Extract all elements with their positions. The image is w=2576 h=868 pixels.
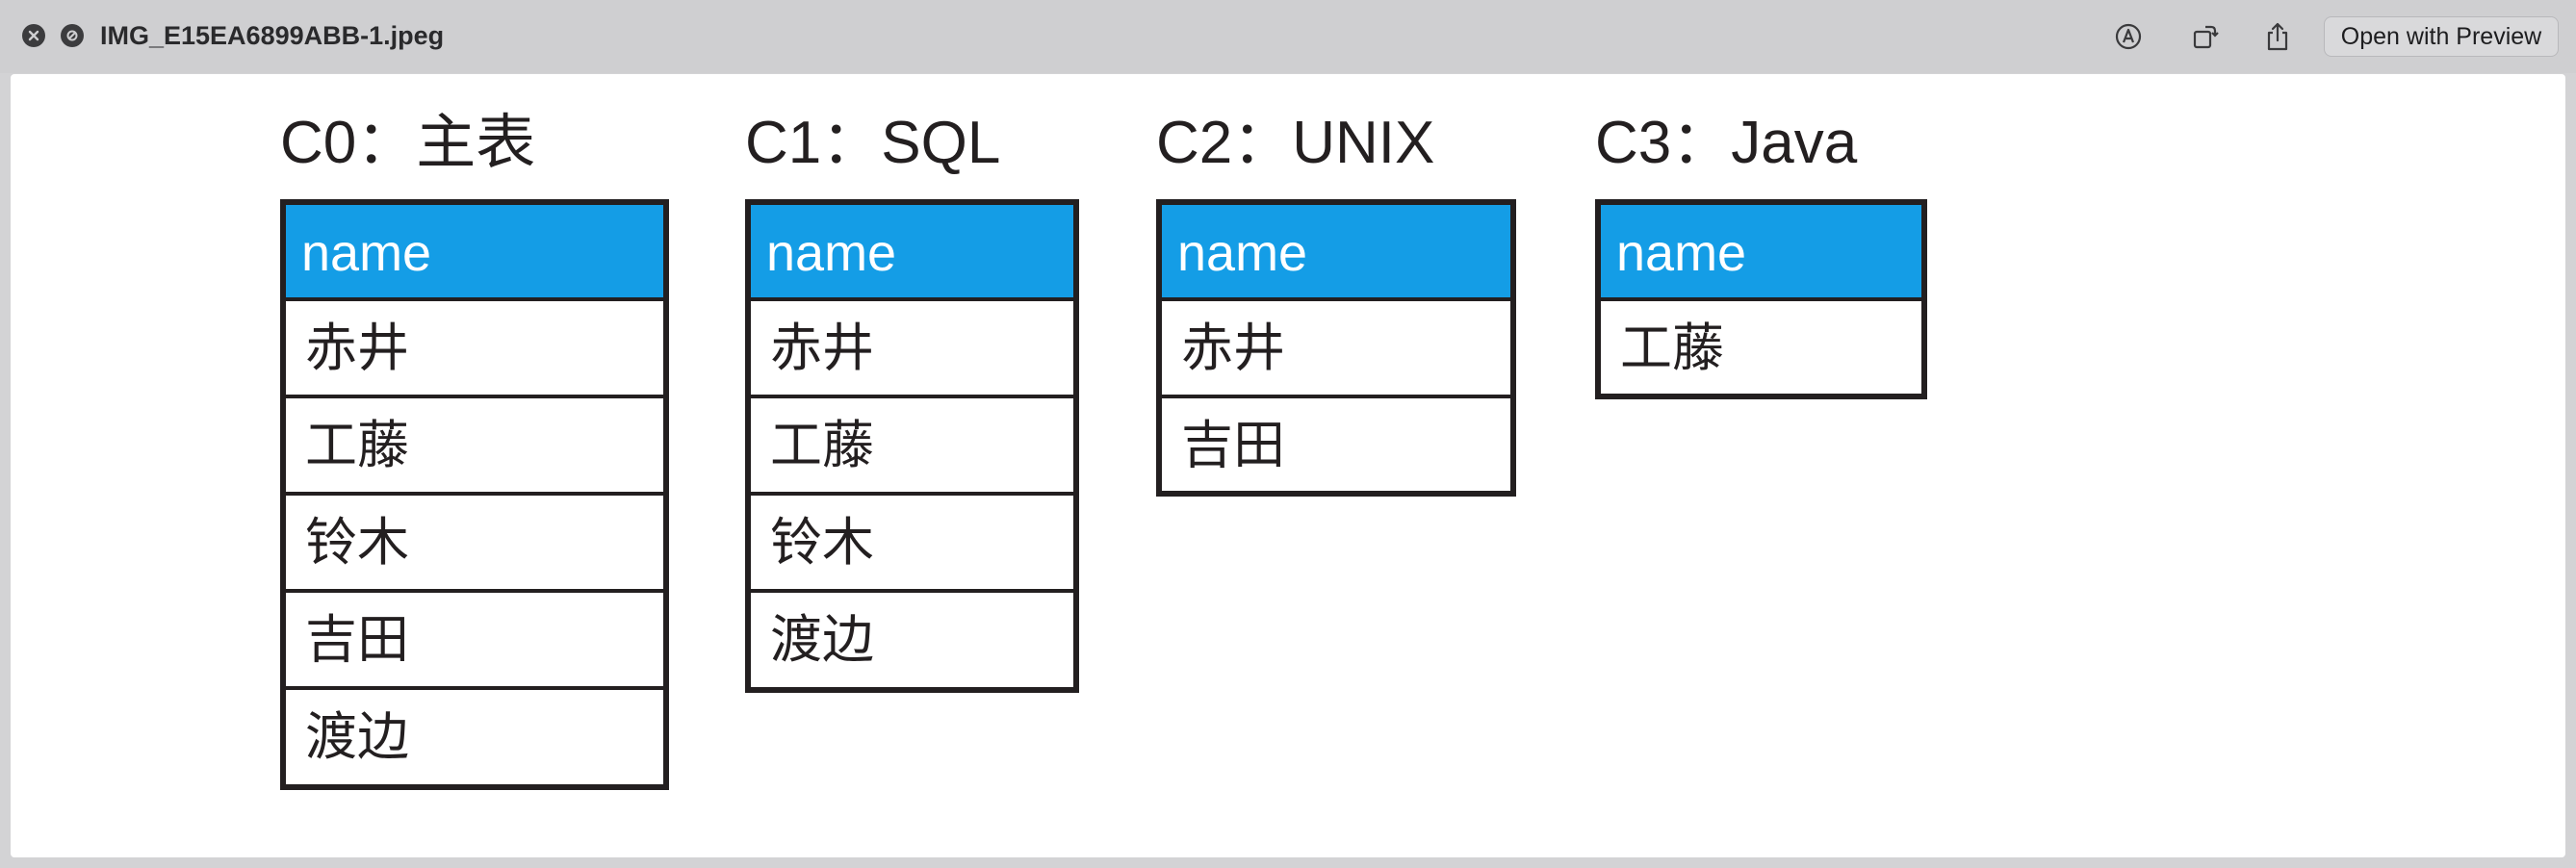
- table-row: 铃木: [286, 496, 663, 593]
- table-row: 赤井: [286, 301, 663, 398]
- table-row: 吉田: [1181, 417, 1285, 474]
- table-row: 渡边: [770, 611, 874, 669]
- markup-icon[interactable]: [2111, 19, 2146, 54]
- table-row: 渡边: [305, 708, 409, 766]
- table-title-c0: C0：主表: [280, 110, 536, 176]
- table-row: 赤井: [1162, 301, 1510, 398]
- table-c1: name 赤井 工藤 铃木 渡边: [745, 199, 1079, 693]
- hide-icon[interactable]: [61, 24, 84, 47]
- table-title-c3: C3：Java: [1595, 110, 1858, 176]
- table-row: 吉田: [286, 593, 663, 690]
- share-icon[interactable]: [2260, 19, 2295, 54]
- table-row: 铃木: [751, 496, 1073, 593]
- window-title: IMG_E15EA6899ABB-1.jpeg: [100, 21, 445, 50]
- table-row: 工藤: [751, 398, 1073, 496]
- table-row: 工藤: [1620, 319, 1724, 377]
- table-header: name: [1601, 205, 1921, 301]
- table-c3: name 工藤: [1595, 199, 1927, 399]
- table-c0: name 赤井 工藤 铃木 吉田 渡边: [280, 199, 669, 790]
- table-header: name: [286, 205, 663, 301]
- table-header: name: [751, 205, 1073, 301]
- table-title-c1: C1：SQL: [745, 110, 1001, 176]
- rotate-icon[interactable]: [2187, 19, 2222, 54]
- close-icon[interactable]: [22, 24, 45, 47]
- table-row: 工藤: [286, 398, 663, 496]
- table-header: name: [1162, 205, 1510, 301]
- title-bar: IMG_E15EA6899ABB-1.jpeg Open with Previe…: [0, 0, 2576, 73]
- table-title-c2: C2：UNIX: [1156, 110, 1435, 176]
- table-c2: name 赤井 吉田: [1156, 199, 1516, 497]
- open-with-preview-button[interactable]: Open with Preview: [2324, 16, 2559, 57]
- table-row: 赤井: [751, 301, 1073, 398]
